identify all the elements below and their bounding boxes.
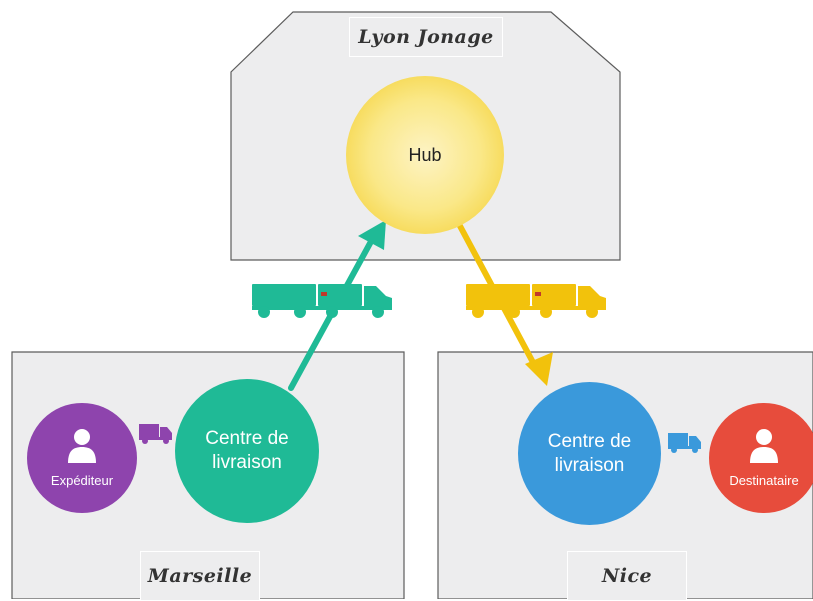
van-icon <box>139 424 172 444</box>
person-icon <box>68 428 96 463</box>
hub-label: Hub <box>408 144 442 165</box>
origin-center-node: Centre de livraison <box>175 379 319 523</box>
destination-center-node: Centre de livraison <box>518 382 661 525</box>
truck-icon <box>252 284 392 318</box>
region-label-nice: Nice <box>567 551 687 601</box>
origin-center-label: Centre de livraison <box>205 428 289 473</box>
hub-circle <box>346 76 504 234</box>
recipient-node: Destinataire <box>709 403 813 513</box>
truck-icon <box>466 284 606 318</box>
sender-label: Expéditeur <box>50 472 114 488</box>
arrow-icon <box>525 352 553 386</box>
hub-node: Hub <box>346 76 504 234</box>
van-icon <box>668 433 701 453</box>
region-label-lyon-jonage: Lyon Jonage <box>349 17 503 57</box>
arrow-icon <box>358 220 386 250</box>
person-icon <box>750 428 778 463</box>
recipient-label: Destinataire <box>729 472 799 488</box>
destination-center-label: Centre de livraison <box>547 430 632 476</box>
sender-node: Expéditeur <box>27 403 137 513</box>
region-label-marseille: Marseille <box>140 551 260 601</box>
